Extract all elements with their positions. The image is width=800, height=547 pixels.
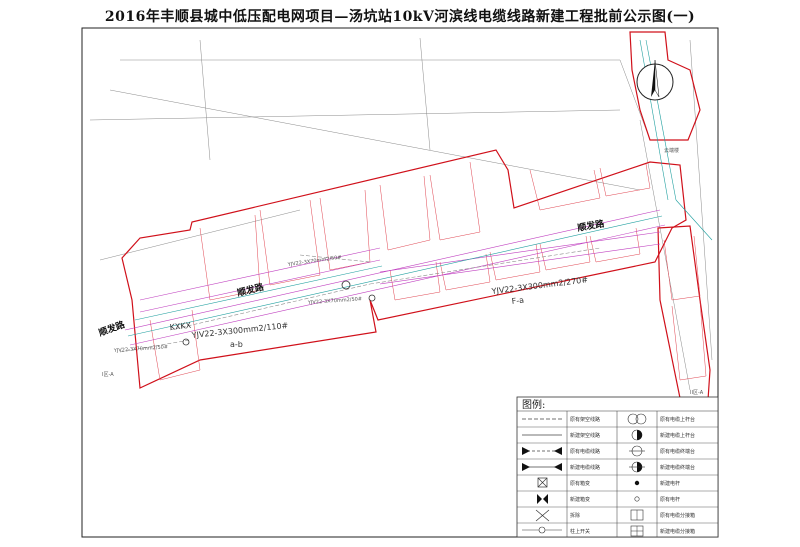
junction-marker (182, 338, 190, 346)
legend-left-2: 新建架空线路 (570, 432, 600, 439)
legend-left-7: 拆除 (570, 512, 580, 519)
cable-junction-markers (182, 280, 376, 346)
road-label-lower: 顺发路 (97, 318, 127, 339)
label-area-a: I区-A (102, 372, 114, 378)
junction-marker (341, 280, 351, 290)
label-yunyuan: 云端楼 (664, 147, 679, 154)
cable-routes (119, 247, 601, 353)
legend-right-5: 新建电杆 (660, 480, 680, 487)
legend-left-8: 柱上开关 (570, 528, 590, 535)
parcel-blocks (149, 161, 707, 381)
box-x-icon (537, 477, 548, 488)
boundary-parcels (121, 31, 711, 401)
north-arrow-icon (636, 59, 674, 101)
legend-left-6: 新建箱变 (570, 496, 590, 503)
cable-arrow-icon (522, 447, 562, 455)
boundary-main (121, 149, 687, 389)
circle-fill-bar-icon (629, 461, 645, 473)
cross-icon (535, 509, 550, 522)
boundary-top-right (629, 31, 701, 141)
legend-left-5: 原有箱变 (570, 480, 590, 487)
legend-left-1: 原有架空线路 (570, 416, 600, 423)
cadastral-lines (89, 37, 713, 391)
legend-right-7: 原有电缆分接箱 (660, 512, 695, 519)
cable-arrow-new-icon (522, 463, 562, 471)
legend: 图例: 原有架空线路 新建架空线路 (516, 396, 719, 538)
drawing-frame (81, 27, 719, 538)
legend-right-4: 新建电缆终端台 (660, 464, 695, 471)
cabinet-new-icon (630, 525, 644, 537)
circle-bar-icon (629, 445, 645, 457)
switch-icon (522, 526, 562, 534)
legend-right-2: 新建电缆上杆台 (660, 432, 695, 439)
junction-marker (368, 294, 376, 302)
legend-left-3: 原有电缆线路 (570, 448, 600, 455)
legend-title: 图例: (522, 398, 545, 411)
dot-icon (634, 480, 640, 486)
cable-small-label-3: YJV22-3X70mm2/50# (113, 344, 169, 354)
legend-right-3: 原有电缆终端台 (660, 448, 695, 455)
ring-icon (634, 496, 640, 502)
cable-small-label-2: YJV22-3X70mm2/50# (307, 296, 363, 306)
legend-left-4: 新建电缆线路 (570, 464, 600, 471)
legend-right-6: 原有电杆 (660, 496, 680, 503)
cable-label-left: YJV22-3X300mm2/110# (190, 321, 289, 340)
cable-box-label: KXKX (169, 321, 192, 332)
half-circle-icon (631, 429, 643, 441)
road-label-upper: 顺发路 (576, 217, 606, 234)
road-label-mid: 顺发路 (236, 280, 266, 298)
cable-tag-left: a-b (230, 340, 243, 349)
boundary-right (657, 225, 711, 401)
double-circle-icon (627, 413, 647, 425)
label-area-b: II区-A (690, 390, 704, 396)
page-title: 2016年丰顺县城中低压配电网项目—汤坑站10kV河滨线电缆线路新建工程批前公示… (104, 9, 696, 25)
legend-right-8: 新建电缆分接箱 (660, 528, 695, 535)
road-edges (124, 39, 713, 346)
cable-tag-right: F-a (511, 296, 524, 306)
cabinet-icon (630, 509, 644, 521)
bowtie-icon (537, 494, 542, 504)
legend-right-1: 原有电缆上杆台 (660, 416, 695, 423)
